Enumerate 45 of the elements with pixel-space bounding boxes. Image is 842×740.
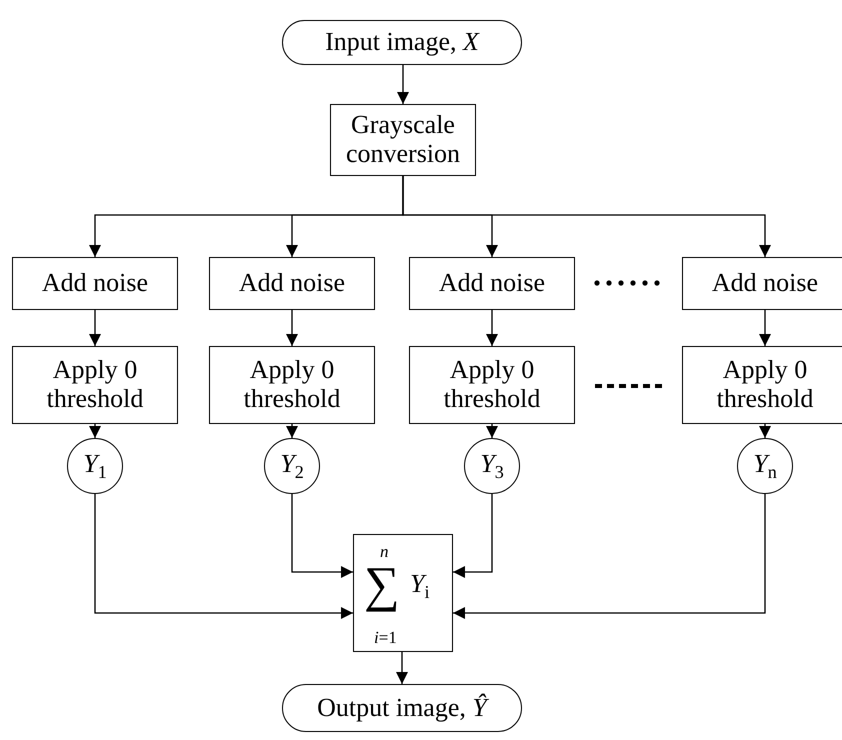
terminal-pill <box>282 684 522 732</box>
arrow <box>759 310 771 346</box>
process-box <box>209 257 375 310</box>
node-label: Add noise <box>238 269 346 298</box>
process-box <box>209 346 375 424</box>
sum-term: n <box>380 543 388 560</box>
arrow <box>486 424 498 438</box>
arrow <box>453 494 766 619</box>
node-label: Apply 0 threshold <box>46 356 144 414</box>
node-label: Apply 0 threshold <box>716 356 814 414</box>
process-box <box>330 104 476 176</box>
arrow <box>397 65 409 104</box>
arrow <box>486 310 498 346</box>
arrow <box>286 310 298 346</box>
arrow <box>89 424 101 438</box>
node-label: Add noise <box>438 269 546 298</box>
arrow <box>396 652 408 684</box>
node-label: Y$_{2}$ <box>280 450 304 482</box>
node-label: Input image, X <box>325 28 479 57</box>
node-label: Add noise <box>42 269 148 298</box>
arrow <box>89 310 101 346</box>
terminal-pill <box>282 20 522 65</box>
node-label: Add noise <box>712 269 818 298</box>
arrow <box>402 176 771 257</box>
arrow <box>94 494 353 619</box>
summation-box <box>353 534 453 652</box>
node-label: Output image, Ŷ <box>317 694 487 722</box>
node-label: Grayscale conversion <box>344 111 462 169</box>
node-label: Y$_{3}$ <box>480 450 504 482</box>
node-label: Apply 0 threshold <box>242 356 342 414</box>
process-box <box>409 257 575 310</box>
node-label: Y$_{n}$ <box>753 450 777 482</box>
arrow <box>286 424 298 438</box>
process-box <box>682 346 842 424</box>
node-label: Y$_{1}$ <box>83 450 107 482</box>
sum-term: Y$_{i}$ <box>410 571 430 602</box>
node-label: Apply 0 threshold <box>442 356 542 414</box>
process-box <box>409 346 575 424</box>
sum-term: i=1 <box>374 629 397 646</box>
arrow <box>453 494 493 578</box>
process-box <box>682 257 842 310</box>
process-box <box>12 346 178 424</box>
arrow <box>759 424 771 438</box>
arrow <box>291 494 353 578</box>
process-box <box>12 257 178 310</box>
